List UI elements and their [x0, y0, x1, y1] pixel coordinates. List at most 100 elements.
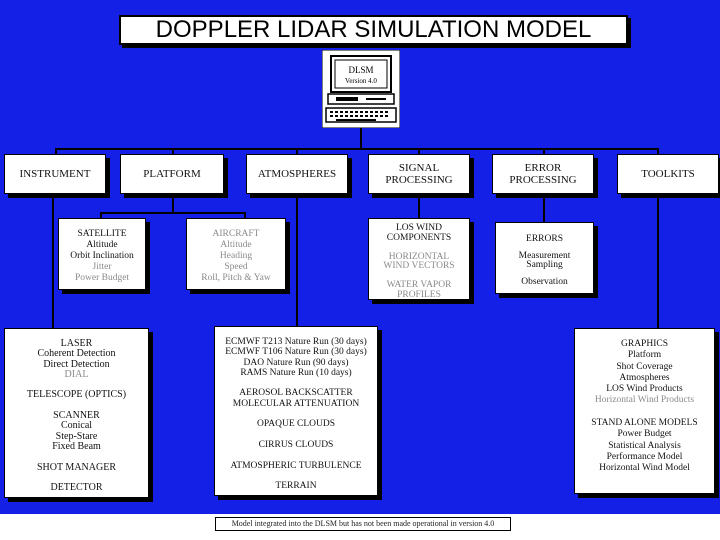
box-text-line: AIRCRAFT: [212, 229, 260, 239]
connector: [52, 194, 54, 328]
box-text-line: Altitude: [220, 240, 252, 250]
box-text-line: [215, 378, 377, 388]
connector: [418, 194, 420, 218]
box-text-line: Performance Model: [606, 451, 683, 462]
box-text-line: LASER: [60, 338, 93, 349]
box-text-line: ECMWF T106 Nature Run (30 days): [225, 347, 367, 358]
box-text-line: ERROR: [524, 162, 562, 174]
box-text-line: RAMS Nature Run (10 days): [240, 367, 352, 378]
connector: [296, 148, 298, 154]
box-text-line: Shot Coverage: [616, 361, 673, 372]
box-text-line: DIAL: [64, 368, 89, 380]
box-text-line: [215, 450, 377, 460]
box-text-line: LOS WIND: [395, 223, 442, 233]
box-text-line: WIND VECTORS: [383, 261, 455, 271]
connector: [657, 194, 659, 328]
connector: [543, 194, 545, 222]
box-text-line: DETECTOR: [50, 482, 103, 494]
box-text-line: PROCESSING: [385, 174, 453, 186]
box-text-line: LOS Wind Products: [606, 384, 683, 395]
box-text-line: Statistical Analysis: [608, 440, 681, 451]
box-text-line: PROCESSING: [509, 174, 577, 186]
box-text-line: [575, 407, 714, 418]
box-text-line: SATELLITE: [77, 229, 127, 239]
connector: [360, 128, 362, 150]
box-text-line: Platform: [627, 350, 662, 361]
diagram-canvas: DOPPLER LIDAR SIMULATION MODEL DLSM Vers…: [0, 0, 720, 514]
box-text-line: Altitude: [86, 240, 118, 250]
box-text-line: CIRRUS CLOUDS: [258, 439, 334, 450]
box-text-line: PLATFORM: [143, 168, 201, 180]
connector: [657, 148, 659, 154]
box-text-line: Orbit Inclination: [70, 251, 134, 261]
box-text-line: Direct Detection: [43, 358, 110, 370]
connector: [418, 148, 420, 154]
box-text-line: TELESCOPE (OPTICS): [26, 389, 127, 401]
box-text-line: INSTRUMENT: [19, 168, 91, 180]
header-platform: PLATFORM: [120, 154, 224, 194]
box-text-line: OPAQUE CLOUDS: [256, 419, 336, 430]
connector: [543, 148, 545, 154]
box-text-line: TOOLKITS: [641, 168, 695, 180]
connector: [55, 148, 57, 154]
box-text-line: Measurement: [518, 251, 571, 261]
box-text-line: AEROSOL BACKSCATTER: [239, 388, 353, 399]
box-text-line: MOLECULAR ATTENUATION: [232, 398, 360, 409]
header-instrument: INSTRUMENT: [4, 154, 106, 194]
box-text-line: GRAPHICS: [621, 339, 668, 349]
box-text-line: SIGNAL: [398, 162, 440, 174]
box-text-line: DAO Nature Run (90 days): [243, 357, 349, 368]
diagram-title: DOPPLER LIDAR SIMULATION MODEL: [119, 15, 628, 45]
connector: [172, 194, 174, 214]
box-text-line: TERRAIN: [275, 481, 317, 492]
box-text-line: WATER VAPOR: [386, 280, 452, 290]
box-text-line: Observation: [521, 276, 568, 287]
box-text-line: HORIZONTAL: [388, 251, 450, 262]
box-text-line: Fixed Beam: [52, 440, 101, 452]
box-text-line: [215, 471, 377, 481]
atmospheres-details-box: ECMWF T213 Nature Run (30 days)ECMWF T10…: [214, 326, 378, 496]
box-text-line: ERRORS: [526, 234, 563, 244]
box-text-line: ATMOSPHERIC TURBULENCE: [230, 460, 362, 471]
box-text-line: Atmospheres: [619, 372, 670, 383]
box-text-line: PROFILES: [397, 289, 441, 300]
box-text-line: Coherent Detection: [37, 348, 116, 360]
footnote: Model integrated into the DLSM but has n…: [215, 517, 511, 531]
connector: [100, 212, 102, 218]
connector: [100, 212, 246, 214]
box-text-line: Roll, Pitch & Yaw: [201, 273, 271, 283]
box-text-line: Power Budget: [617, 429, 672, 440]
box-text-line: Power Budget: [74, 273, 130, 283]
computer-name: DLSM: [348, 65, 373, 75]
connector: [172, 148, 174, 154]
connector: [296, 194, 298, 326]
box-text-line: Horizontal Wind Products: [594, 395, 695, 406]
box-text-line: STAND ALONE MODELS: [591, 418, 698, 429]
box-text-line: ECMWF T213 Nature Run (30 days): [225, 337, 367, 347]
box-text-line: Conical: [60, 420, 93, 432]
computer-icon: DLSM Version 4.0: [322, 50, 400, 128]
computer-version: Version 4.0: [345, 77, 377, 85]
box-text-line: SHOT MANAGER: [37, 461, 116, 473]
box-text-line: COMPONENTS: [386, 232, 452, 243]
box-text-line: Horizontal Wind Model: [599, 463, 690, 474]
box-text-line: Step-Stare: [55, 430, 98, 442]
box-text-line: Speed: [224, 262, 248, 272]
box-text-line: Heading: [219, 251, 253, 261]
box-text-line: SCANNER: [53, 410, 100, 422]
header-atmospheres: ATMOSPHERES: [246, 154, 348, 194]
box-text-line: Sampling: [526, 259, 563, 270]
connector: [244, 212, 246, 218]
box-text-line: [215, 409, 377, 419]
box-text-line: ATMOSPHERES: [257, 168, 337, 180]
box-text-line: [215, 430, 377, 440]
box-text-line: Jitter: [92, 262, 112, 272]
